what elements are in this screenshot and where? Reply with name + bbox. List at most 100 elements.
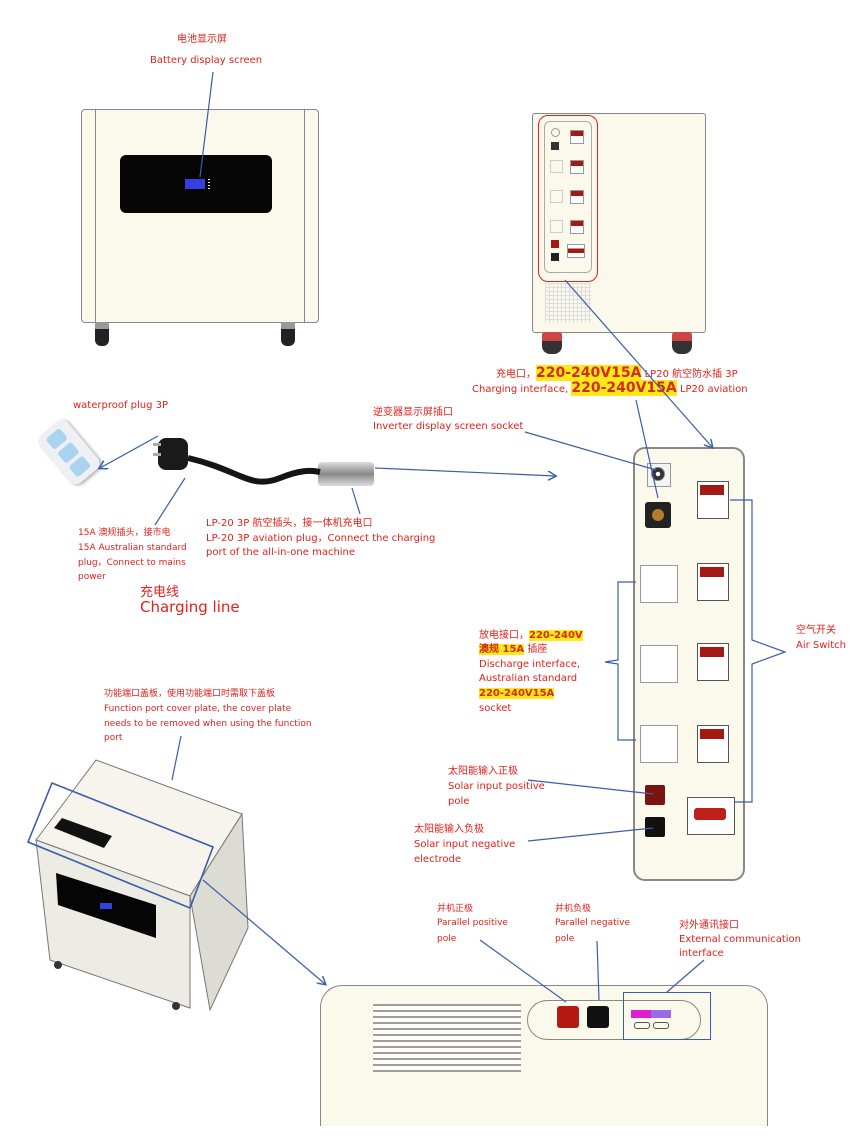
leader-iso-to-top-view — [202, 879, 325, 984]
comm-port-magenta[interactable] — [631, 1010, 653, 1018]
solar-positive-label-en2: pole — [448, 796, 470, 807]
mini-outlet-icon — [550, 220, 563, 233]
charging-line-label-en: Charging line — [140, 598, 240, 616]
air-switch-breaker[interactable] — [697, 643, 729, 681]
caster-wheel — [54, 961, 62, 969]
cover-plate-label-en3: port — [104, 733, 123, 743]
breaker-toggle — [700, 567, 724, 577]
iso-display-window — [56, 873, 156, 938]
battery-display-panel — [120, 155, 272, 213]
parallel-positive-port[interactable] — [557, 1006, 579, 1028]
inverter-socket-label-cn: 逆变器显示屏插口 — [373, 407, 453, 418]
db9-port[interactable] — [634, 1022, 650, 1029]
cabinet-front-view — [81, 109, 319, 323]
cabinet-top-view — [320, 985, 768, 1126]
port-oval-panel — [527, 1000, 701, 1040]
inverter-socket-label-en: Inverter display screen socket — [373, 421, 524, 432]
australian-plug-label-cn: 15A 澳规插头，接市电 — [78, 528, 171, 538]
mini-breaker-icon — [570, 160, 584, 174]
air-switch-breaker[interactable] — [697, 481, 729, 519]
plug-pin — [153, 443, 161, 446]
iso-side-face — [189, 812, 249, 1012]
caster-wheel — [542, 332, 562, 354]
mini-outlet-icon — [550, 190, 563, 203]
caster-wheel — [672, 332, 692, 354]
parallel-negative-port[interactable] — [587, 1006, 609, 1028]
side-vent-grille — [545, 283, 591, 323]
aviation-plug-label-cn: LP-20 3P 航空插头，接一体机充电口 — [206, 518, 373, 529]
discharge-label-en1: Discharge interface, — [479, 659, 581, 670]
db9-port[interactable] — [653, 1022, 669, 1029]
solar-input-positive[interactable] — [645, 785, 665, 805]
solar-positive-label-en1: Solar input positive — [448, 781, 545, 792]
parallel-positive-label-en2: pole — [437, 934, 457, 944]
discharge-bracket — [604, 581, 636, 741]
cabinet-front-side-right — [304, 110, 305, 322]
air-switch-breaker[interactable] — [697, 725, 729, 763]
side-panel-highlight-box[interactable] — [538, 115, 598, 282]
discharge-label-en2: Australian standard — [479, 673, 578, 684]
leader-australian-plug — [154, 477, 186, 526]
mini-solar-pos-icon — [551, 240, 559, 248]
inverter-display-socket[interactable] — [647, 463, 671, 487]
main-air-switch[interactable] — [687, 797, 735, 835]
discharge-label-en3: socket — [479, 703, 512, 714]
charging-line-label-cn: 充电线 — [140, 585, 180, 600]
caster-wheel — [95, 322, 109, 346]
discharge-outlet[interactable] — [640, 645, 678, 683]
caster-wheel — [172, 1002, 180, 1010]
air-switch-breaker[interactable] — [697, 563, 729, 601]
australian-plug-label-en2: plug，Connect to mains — [78, 558, 186, 568]
side-mini-panel — [544, 121, 592, 273]
mini-breaker-icon — [570, 190, 584, 204]
mini-socket-icon — [551, 142, 559, 150]
power-strip — [35, 416, 103, 488]
leader-aviation-plug — [351, 487, 361, 515]
external-comm-label-en1: External communication — [679, 934, 802, 945]
solar-negative-label-en1: Solar input negative — [414, 839, 516, 850]
charging-interface-label-en: Charging interface, 220-240V15A LP20 avi… — [472, 380, 748, 396]
mini-main-breaker-icon — [567, 244, 585, 258]
solar-negative-label-cn: 太阳能输入负极 — [414, 824, 484, 835]
australian-plug-label-en3: power — [78, 572, 106, 582]
charging-cable — [187, 455, 321, 485]
charging-interface-socket[interactable] — [645, 502, 671, 528]
discharge-label-en-highlight: 220-240V15A — [479, 688, 555, 699]
aviation-plug-connector — [318, 462, 374, 486]
australian-plug-head — [158, 438, 188, 470]
socket-icon — [651, 467, 665, 481]
discharge-outlet[interactable] — [640, 725, 678, 763]
iso-top-face — [35, 759, 243, 897]
external-comm-label-en2: interface — [679, 948, 724, 959]
comm-port-purple[interactable] — [651, 1010, 671, 1018]
parallel-negative-label-en2: pole — [555, 934, 575, 944]
air-switch-label-en: Air Switch — [796, 640, 846, 651]
aviation-plug-label-en2: port of the all-in-one machine — [206, 547, 356, 558]
iso-front-face — [35, 839, 191, 1009]
caster-wheel — [281, 322, 295, 346]
plug-pin — [153, 453, 161, 456]
mini-solar-neg-icon — [551, 253, 559, 261]
leader-cover-plate — [171, 735, 182, 781]
battery-display-label-cn: 电池显示屏 — [177, 34, 227, 45]
breaker-toggle — [700, 647, 724, 657]
iso-lcd-screen — [100, 903, 112, 909]
mini-socket-icon — [551, 128, 560, 137]
external-comm-highlight-box[interactable] — [623, 992, 711, 1040]
aviation-plug-label-en1: LP-20 3P aviation plug，Connect the charg… — [206, 533, 436, 544]
cover-plate-highlight-box[interactable] — [26, 781, 215, 910]
parallel-negative-label-cn: 并机负极 — [555, 904, 592, 914]
external-comm-label-cn: 对外通讯接口 — [679, 920, 739, 931]
discharge-outlet[interactable] — [640, 565, 678, 603]
breaker-toggle — [700, 729, 724, 739]
mini-breaker-icon — [570, 130, 584, 144]
battery-lcd-screen — [185, 179, 205, 189]
breaker-toggle — [694, 808, 726, 820]
charging-socket-core — [652, 509, 664, 521]
leader-cable-to-panel — [374, 467, 555, 476]
solar-input-negative[interactable] — [645, 817, 665, 837]
breaker-toggle — [700, 485, 724, 495]
iso-vent-panel — [54, 818, 112, 848]
waterproof-plug-label: waterproof plug 3P — [73, 400, 169, 411]
mini-outlet-icon — [550, 160, 563, 173]
